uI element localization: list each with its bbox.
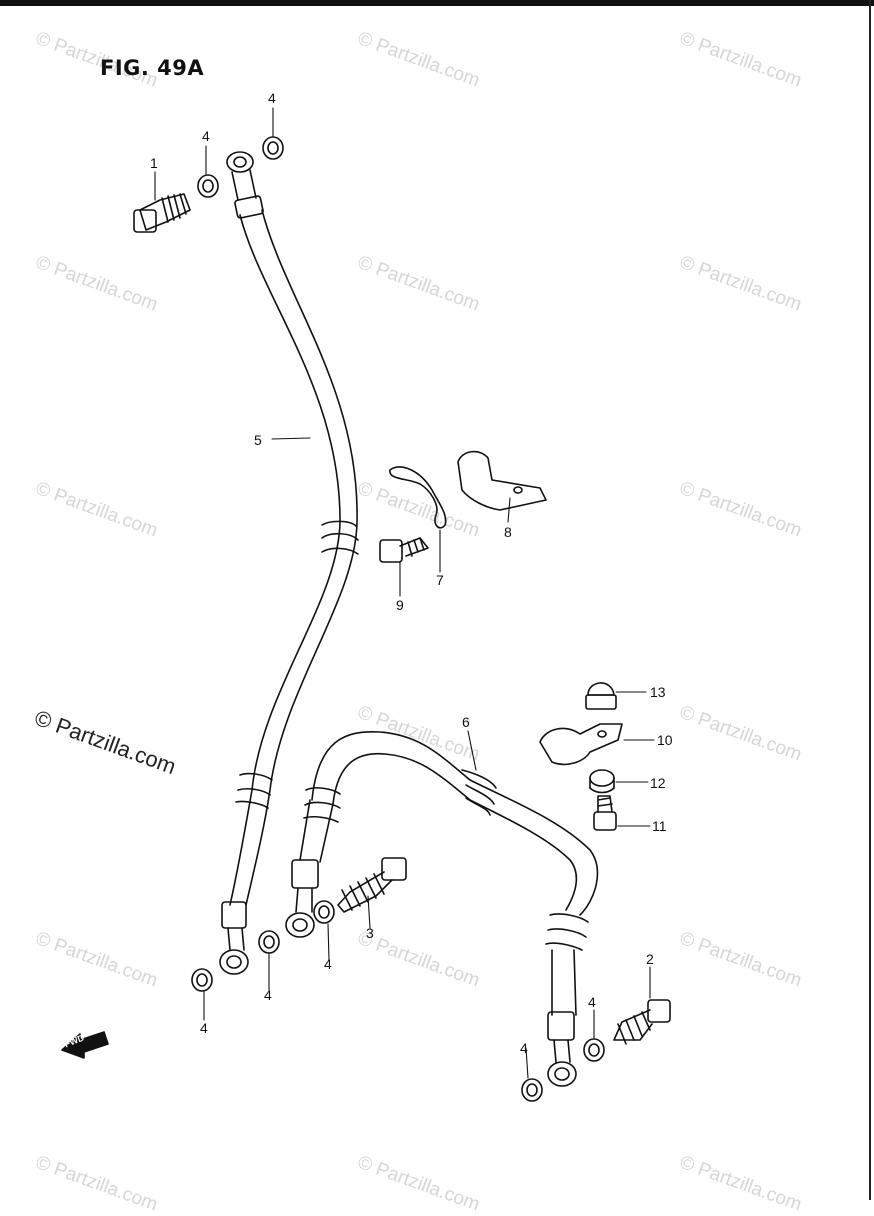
sealing-washer-4a	[197, 174, 219, 198]
callout-4: 4	[520, 1040, 528, 1056]
brake-hose-6	[285, 730, 599, 1087]
figure-title: FIG. 49A	[100, 56, 205, 80]
hose-clamp-8	[457, 450, 547, 511]
leader-lines	[154, 107, 655, 1079]
callout-4: 4	[200, 1020, 208, 1036]
brake-hose-5	[219, 151, 359, 975]
callout-9: 9	[396, 597, 404, 613]
callout-5: 5	[254, 432, 262, 448]
callout-3: 3	[366, 925, 374, 941]
callout-6: 6	[462, 714, 470, 730]
callout-2: 2	[646, 951, 654, 967]
sealing-washer-4c	[191, 968, 213, 992]
callout-7: 7	[436, 572, 444, 588]
callout-4: 4	[268, 90, 276, 106]
sealing-washer-4d	[258, 930, 280, 954]
sealing-washer-4e	[313, 900, 335, 924]
callout-12: 12	[650, 775, 666, 791]
banjo-bolt-3	[337, 857, 407, 913]
callout-10: 10	[657, 732, 673, 748]
callout-4: 4	[264, 987, 272, 1003]
top-border	[0, 0, 874, 6]
banjo-bolt-1	[133, 193, 191, 233]
collar-12	[589, 769, 615, 794]
bolt-11	[593, 795, 617, 831]
hose-clamp-10	[539, 723, 623, 766]
right-border	[869, 0, 871, 1200]
callout-13: 13	[650, 684, 666, 700]
callout-4: 4	[324, 956, 332, 972]
cap-nut-13	[585, 682, 617, 710]
hose-clip-7	[389, 466, 447, 529]
callout-1: 1	[150, 155, 158, 171]
callout-4: 4	[202, 128, 210, 144]
bolt-9	[379, 537, 429, 563]
sealing-washer-4g	[583, 1038, 605, 1062]
sealing-washer-4f	[521, 1078, 543, 1102]
callout-8: 8	[504, 524, 512, 540]
callout-11: 11	[652, 818, 667, 834]
sealing-washer-4b	[262, 136, 284, 160]
fwd-arrow-icon	[61, 1031, 109, 1059]
callout-4: 4	[588, 994, 596, 1010]
banjo-bolt-2	[613, 999, 671, 1045]
